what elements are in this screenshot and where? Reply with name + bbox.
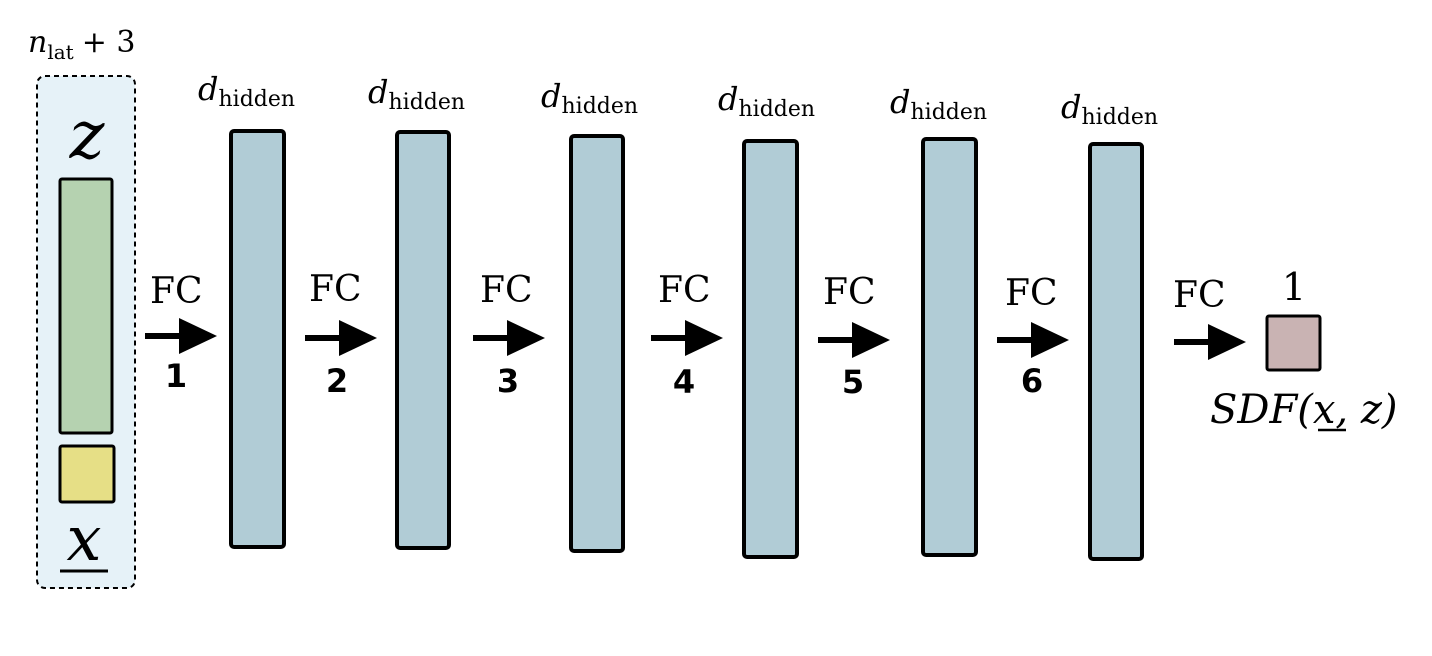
output-label: SDF(x, z)	[1210, 387, 1398, 433]
fc-label-6: FC	[1005, 273, 1058, 314]
fc-index-4: 4	[673, 363, 695, 401]
fc-index-5: 5	[842, 363, 864, 401]
hidden-layer-2-dim-label: dhidden	[368, 73, 465, 115]
fc-label-2: FC	[309, 269, 362, 310]
fc-connections: FC 1 FC 2 FC 3 FC 4 FC 5 FC 6 FC	[145, 269, 1246, 401]
coord-vector	[58, 444, 116, 504]
hidden-layers: dhidden dhidden dhidden dhidden dhidden dhidd…	[198, 70, 1158, 561]
hidden-layer-1	[229, 129, 286, 549]
latent-symbol: z	[69, 97, 106, 174]
input-size-sub: lat	[47, 40, 73, 64]
fc-arrow-7-head	[1208, 324, 1246, 360]
fc-index-2: 2	[326, 362, 348, 400]
fc-label-5: FC	[823, 272, 876, 313]
fc-index-3: 3	[497, 362, 519, 400]
fc-arrow-1-head	[179, 318, 217, 354]
coord-symbol: x	[67, 502, 102, 575]
input-size-label: nlat + 3	[28, 25, 135, 64]
fc-index-1: 1	[165, 357, 187, 395]
output-label-x: x	[1313, 387, 1336, 433]
output-node	[1265, 314, 1322, 372]
output-size-label: 1	[1282, 265, 1306, 309]
fc-arrow-6-head	[1031, 322, 1069, 358]
input-size-rest: + 3	[82, 25, 136, 60]
fc-arrow-5-head	[852, 322, 890, 358]
input-size-var: n	[28, 25, 47, 60]
fc-label-3: FC	[480, 270, 533, 311]
hidden-layer-5-dim-label: dhidden	[890, 83, 987, 125]
hidden-layer-6-dim-label: dhidden	[1061, 88, 1158, 130]
fc-index-6: 6	[1021, 362, 1043, 400]
fc-arrow-2-head	[339, 320, 377, 356]
fc-label-4: FC	[658, 270, 711, 311]
fc-arrow-4-head	[685, 320, 723, 356]
hidden-layer-5	[921, 137, 978, 557]
hidden-layer-6	[1088, 142, 1144, 561]
hidden-layer-3	[569, 134, 625, 553]
hidden-layer-4-dim-label: dhidden	[718, 80, 815, 122]
hidden-layer-3-dim-label: dhidden	[541, 77, 638, 119]
hidden-layer-4	[742, 139, 799, 559]
output-label-fn: SDF(	[1210, 387, 1314, 433]
fc-arrow-3-head	[507, 320, 545, 356]
hidden-layer-1-dim-label: dhidden	[198, 70, 295, 112]
output-label-rest: , z)	[1335, 387, 1397, 433]
fc-label-7: FC	[1173, 275, 1226, 316]
output-group: 1 SDF(x, z)	[1210, 265, 1398, 433]
latent-vector	[58, 177, 114, 435]
input-group: nlat + 3 z x	[28, 25, 136, 589]
fc-label-1: FC	[150, 271, 203, 312]
hidden-layer-2	[395, 130, 451, 550]
